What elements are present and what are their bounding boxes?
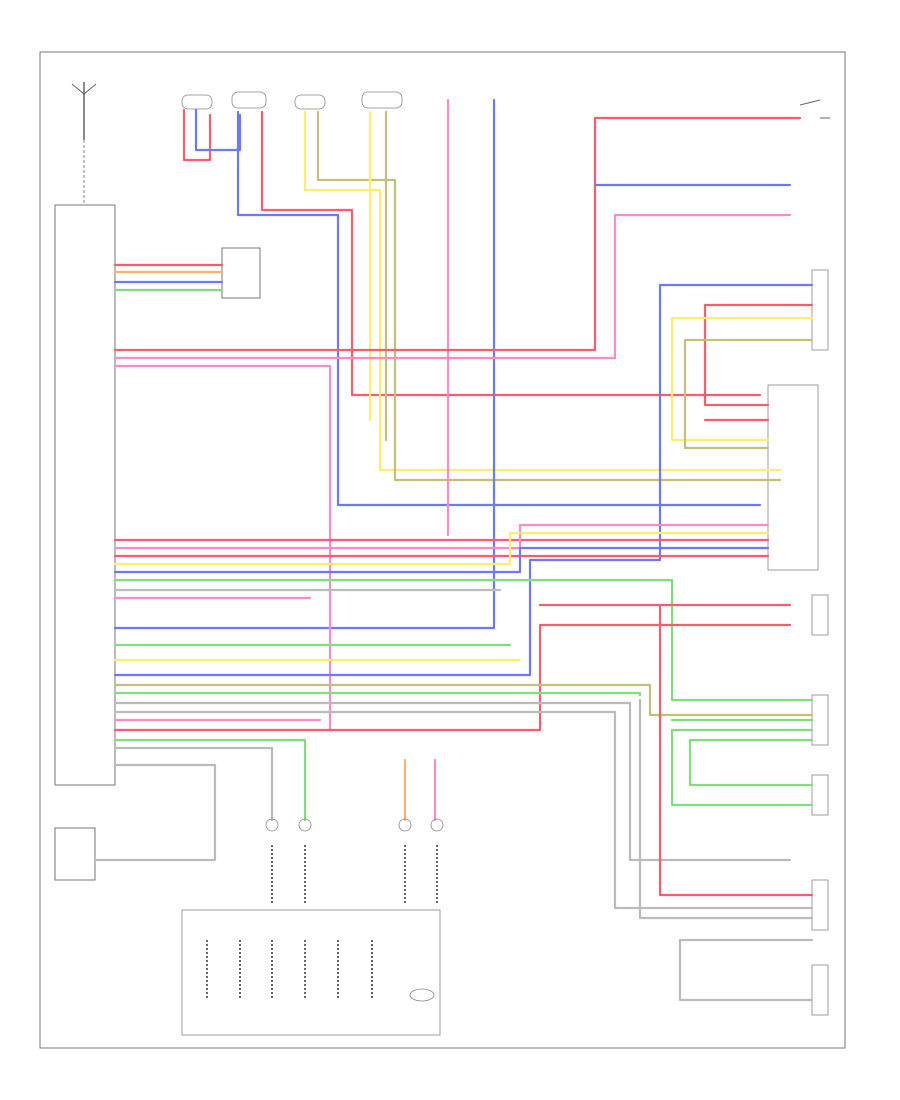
- wire-low-gray: [113, 701, 792, 862]
- wire-mid-yellow: [113, 531, 770, 566]
- diagram-frame: [39, 51, 846, 1049]
- wire-low-green-2: [113, 691, 642, 697]
- wire-top-blue-left: [194, 108, 242, 152]
- bottom-speaker-symbols: [265, 818, 444, 905]
- wire-low-gray-4: [93, 763, 217, 862]
- switch-contacts: [206, 940, 435, 1002]
- right-connector-speaker-3: [811, 879, 829, 931]
- right-connector-mid: [811, 594, 829, 636]
- wire-rs-green-1: [670, 718, 814, 732]
- antenna-symbol: [71, 82, 97, 205]
- wire-low-gray-2: [113, 710, 814, 910]
- wire-rc-olive: [683, 338, 814, 450]
- wire-low-olive: [113, 683, 814, 717]
- radio-unit-box: [54, 204, 116, 786]
- wire-mid-red-4: [113, 623, 792, 732]
- right-top-switch: [799, 99, 830, 119]
- wire-top-red-left: [182, 108, 212, 162]
- wire-rs-green-2: [688, 738, 814, 787]
- right-connector-speaker-4: [811, 964, 829, 1016]
- dsp-ecu-box: [767, 384, 819, 571]
- wire-low-green-3: [113, 738, 307, 822]
- wire-rc-red: [703, 303, 814, 407]
- wire-rs-gray-2: [678, 938, 814, 1002]
- wire-radio-pink-2: [113, 364, 332, 732]
- wire-blue-vertical: [113, 98, 496, 630]
- wire-rc-blue: [113, 283, 814, 677]
- right-connector-top: [811, 269, 829, 351]
- wire-right-pink-top: [113, 213, 792, 360]
- right-connector-speaker-1: [811, 694, 829, 746]
- top-connectors: [181, 91, 403, 110]
- wire-top-red-2: [260, 110, 762, 397]
- wire-rs-red: [658, 603, 814, 897]
- connector-box: [221, 247, 261, 299]
- wire-top-blue-2: [236, 110, 762, 507]
- wire-rs-gray-1: [638, 698, 814, 920]
- wire-rs-green-3: [670, 728, 814, 807]
- wire-right-red-drop: [113, 116, 597, 352]
- wire-rc-yellow: [670, 316, 814, 442]
- wire-mid-pink-1: [113, 523, 770, 550]
- wire-top-olive-1: [316, 110, 782, 482]
- wire-top-yellow-1: [303, 110, 782, 472]
- wire-mid-blue: [113, 546, 770, 574]
- switch-panel-box: [181, 909, 441, 1036]
- wire-mid-green-1: [113, 578, 814, 702]
- antenna-amp-box: [54, 827, 96, 881]
- wire-low-gray-3: [113, 746, 274, 822]
- right-connector-speaker-2: [811, 774, 829, 816]
